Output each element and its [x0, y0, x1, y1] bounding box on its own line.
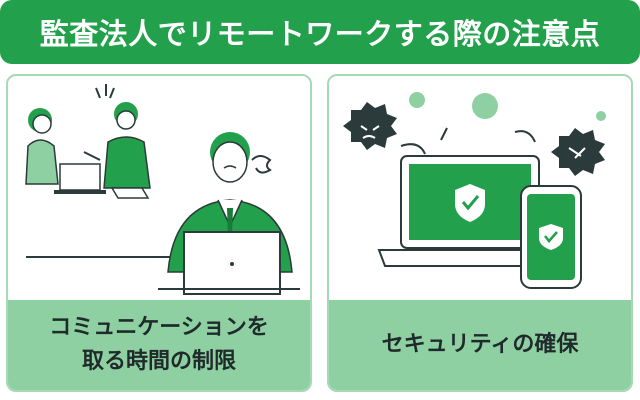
- security-label: セキュリティの確保: [381, 332, 579, 357]
- shield-check-icon: [455, 184, 485, 222]
- virus-angry-icon: [343, 102, 397, 150]
- meeting-illustration: [25, 84, 300, 295]
- virus-icon: [409, 92, 606, 121]
- virus-slash-icon: [551, 128, 605, 176]
- arrow-icon: [514, 130, 536, 143]
- meeting-scene: [25, 84, 176, 258]
- card-communication: コミュニケーションを 取る時間の制限: [6, 74, 312, 392]
- communication-label: コミュニケーションを 取る時間の制限: [49, 315, 269, 374]
- arrow-icon: [400, 143, 426, 155]
- smartphone-icon: [520, 185, 582, 289]
- worried-worker: [158, 132, 300, 295]
- security-illustration: [343, 92, 606, 289]
- security-label-panel: セキュリティの確保: [329, 300, 631, 390]
- page-title: 監査法人でリモートワークする際の注意点: [39, 17, 601, 51]
- title-banner: 監査法人でリモートワークする際の注意点: [0, 0, 640, 64]
- communication-label-panel: コミュニケーションを 取る時間の制限: [8, 300, 310, 390]
- card-security: セキュリティの確保: [327, 74, 633, 392]
- arrow-icon: [440, 127, 448, 141]
